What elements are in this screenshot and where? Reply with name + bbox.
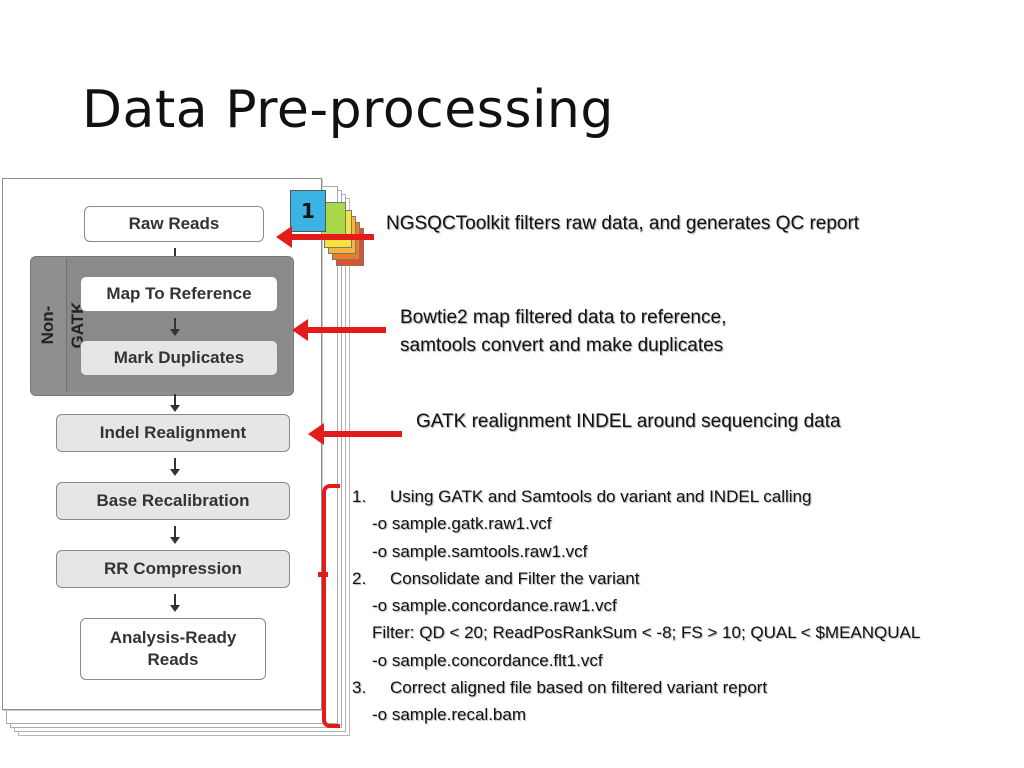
list-text: Using GATK and Samtools do variant and I… — [390, 487, 812, 506]
page-number-tab: 1 — [290, 190, 326, 232]
red-arrow-indel — [308, 423, 402, 445]
list-number: 3. — [352, 678, 367, 698]
note-bowtie: Bowtie2 map filtered data to reference, … — [400, 304, 726, 360]
list-text: Consolidate and Filter the variant — [390, 568, 640, 588]
down-arrow — [170, 394, 180, 412]
list-item: 2. Consolidate and Filter the variant — [352, 565, 920, 592]
note-ngsqc: NGSQCToolkit filters raw data, and gener… — [386, 213, 860, 234]
list-subline: Filter: QD < 20; ReadPosRankSum < -8; FS… — [372, 623, 921, 643]
non-gatk-label: Non-GATK — [38, 301, 87, 349]
step-mark-duplicates: Mark Duplicates — [80, 340, 278, 376]
step-base-recalibration: Base Recalibration — [56, 482, 290, 520]
down-arrow — [170, 318, 180, 336]
list-item: 3. Correct aligned file based on filtered… — [352, 674, 920, 701]
variant-calling-list: 1. Using GATK and Samtools do variant and… — [352, 483, 920, 729]
red-arrow-non-gatk — [292, 319, 386, 341]
note-gatk: GATK realignment INDEL around sequencing… — [416, 411, 841, 432]
list-item: 1. Using GATK and Samtools do variant and… — [352, 483, 920, 510]
list-subline: -o sample.concordance.raw1.vcf — [372, 596, 617, 616]
step-rr-compression: RR Compression — [56, 550, 290, 588]
list-number: 2. — [352, 568, 367, 588]
step-indel-realignment: Indel Realignment — [56, 414, 290, 452]
analysis-ready-line2: Reads — [147, 650, 199, 669]
step-analysis-ready-reads: Analysis-Ready Reads — [80, 618, 266, 680]
slide-title: Data Pre-processing — [82, 80, 614, 140]
list-subline: -o sample.concordance.flt1.vcf — [372, 650, 603, 670]
down-arrow — [170, 526, 180, 544]
list-number: 1. — [352, 487, 367, 506]
list-subline: -o sample.recal.bam — [372, 705, 527, 725]
note-bowtie-line2: samtools convert and make duplicates — [400, 335, 724, 356]
red-arrow-raw-reads — [276, 226, 374, 248]
red-bracket-tick — [318, 572, 328, 577]
list-subline: -o sample.gatk.raw1.vcf — [372, 514, 552, 534]
note-bowtie-line1: Bowtie2 map filtered data to reference, — [400, 307, 727, 328]
analysis-ready-line1: Analysis-Ready — [109, 628, 237, 647]
step-raw-reads: Raw Reads — [84, 206, 264, 242]
red-bracket — [322, 484, 340, 728]
down-arrow — [170, 458, 180, 476]
list-subline: -o sample.samtools.raw1.vcf — [372, 541, 588, 561]
down-arrow — [170, 594, 180, 612]
list-text: Correct aligned file based on filtered v… — [390, 678, 768, 698]
step-map-to-reference: Map To Reference — [80, 276, 278, 312]
